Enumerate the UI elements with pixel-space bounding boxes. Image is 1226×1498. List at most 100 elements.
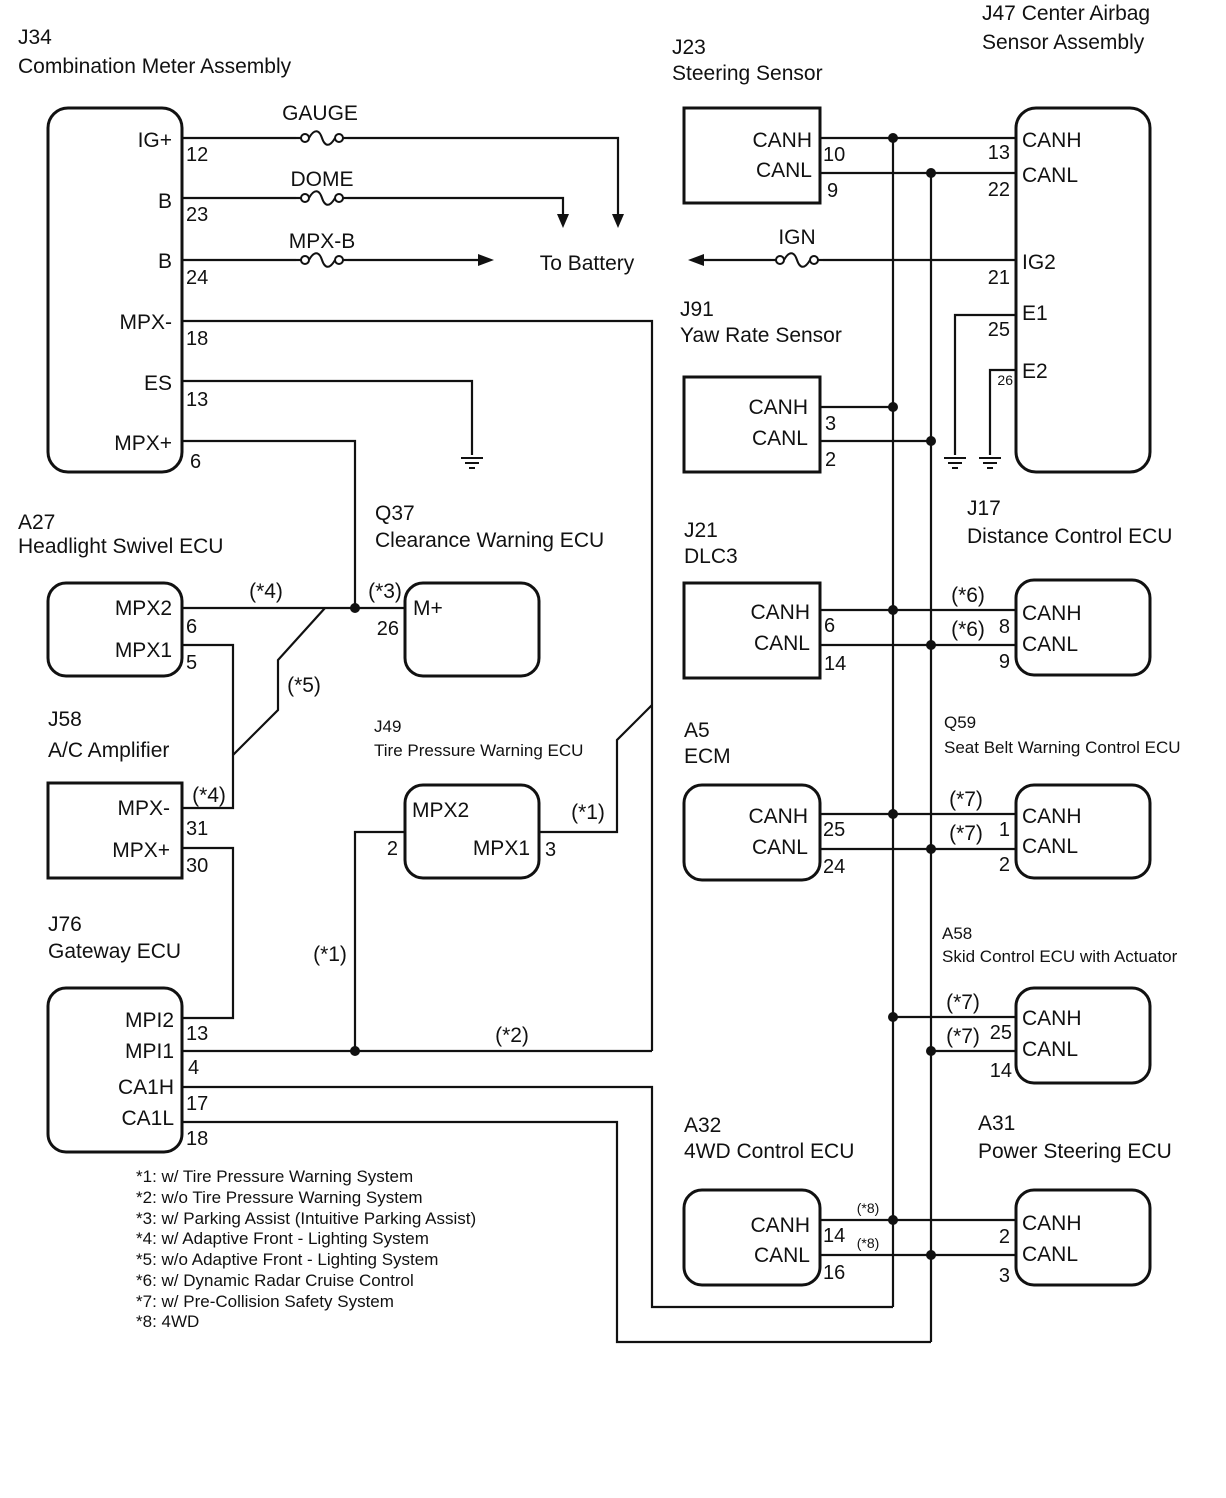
pin-label: MPX+ xyxy=(114,432,172,455)
pin-number: 6 xyxy=(186,616,197,638)
condition-label: (*1) xyxy=(313,943,347,966)
pin-label: E2 xyxy=(1022,360,1048,383)
pin-number: 2 xyxy=(387,838,398,860)
pin-number: 24 xyxy=(186,267,208,289)
component-name: Yaw Rate Sensor xyxy=(680,324,842,347)
pin-number: 8 xyxy=(999,616,1010,638)
component-code: Q37 xyxy=(375,502,415,525)
pin-number: 21 xyxy=(988,267,1010,289)
component-a27: A27 Headlight Swivel ECU MPX2 MPX1 6 5 xyxy=(18,511,223,678)
component-a32: A32 4WD Control ECU CANH CANL 14 16 (*8)… xyxy=(682,1114,880,1287)
pin-number: 1 xyxy=(999,819,1010,841)
pin-label: MPX1 xyxy=(473,837,530,860)
pin-label: CANL xyxy=(1022,633,1078,656)
to-battery-label: To Battery xyxy=(540,252,635,275)
component-q59: Q59 Seat Belt Warning Control ECU CANH C… xyxy=(944,713,1181,880)
ground-icon xyxy=(460,457,484,469)
component-code: J49 xyxy=(374,717,401,736)
pin-label: MPX2 xyxy=(412,799,469,822)
pin-label: CA1H xyxy=(118,1076,174,1099)
component-j76: J76 Gateway ECU MPI2 MPI1 CA1H CA1L 13 4… xyxy=(46,913,208,1154)
component-name: Distance Control ECU xyxy=(967,525,1172,548)
pin-number: 25 xyxy=(823,819,845,841)
component-a31: A31 Power Steering ECU CANH CANL 2 3 xyxy=(978,1112,1172,1287)
pin-number: 6 xyxy=(190,451,201,473)
condition-label: (*1) xyxy=(571,801,605,824)
component-name: Sensor Assembly xyxy=(982,31,1145,54)
fuse-ign-label: IGN xyxy=(778,226,815,249)
fuse-icon xyxy=(294,128,350,148)
component-code: A27 xyxy=(18,511,55,534)
component-name: Clearance Warning ECU xyxy=(375,529,604,552)
pin-label: MPX- xyxy=(118,797,171,820)
component-code: J21 xyxy=(684,519,718,542)
component-name: Steering Sensor xyxy=(672,62,823,85)
component-j21: J21 DLC3 CANH CANL 6 14 xyxy=(682,519,846,680)
pin-label: CANL xyxy=(754,632,810,655)
component-name: Headlight Swivel ECU xyxy=(18,535,223,558)
pin-number: 26 xyxy=(997,372,1013,388)
pin-label: CANL xyxy=(1022,164,1078,187)
pin-label: CANL xyxy=(1022,1243,1078,1266)
pin-number: 18 xyxy=(186,328,208,350)
pin-label: MPX- xyxy=(120,311,173,334)
pin-label: CANH xyxy=(748,805,808,828)
component-j58: J58 A/C Amplifier MPX- MPX+ 31 30 xyxy=(46,708,208,880)
component-code: J58 xyxy=(48,708,82,731)
pin-label: M+ xyxy=(413,597,443,620)
wires xyxy=(182,136,1016,1344)
component-name: J47 Center Airbag xyxy=(982,2,1150,25)
fuse-icon xyxy=(294,188,350,208)
component-j91: J91 Yaw Rate Sensor CANH CANL 3 2 xyxy=(680,298,842,474)
pin-label: CANH xyxy=(1022,129,1082,152)
pin-label: CANL xyxy=(754,1244,810,1267)
condition-label: (*4) xyxy=(249,580,283,603)
ground-icon xyxy=(943,457,967,469)
pin-label: IG+ xyxy=(138,129,172,152)
footnote: *2: w/o Tire Pressure Warning System xyxy=(136,1188,423,1207)
component-code: J34 xyxy=(18,26,52,49)
condition-label: (*6) xyxy=(951,618,985,641)
component-name: Seat Belt Warning Control ECU xyxy=(944,738,1181,757)
pin-number: 13 xyxy=(186,1023,208,1045)
pin-label: CANH xyxy=(1022,602,1082,625)
pin-label: CANL xyxy=(1022,835,1078,858)
component-code: J17 xyxy=(967,497,1001,520)
component-name: DLC3 xyxy=(684,545,738,568)
pin-label: MPX+ xyxy=(112,839,170,862)
component-code: J76 xyxy=(48,913,82,936)
component-name: A/C Amplifier xyxy=(48,739,169,762)
condition-label: (*3) xyxy=(368,580,402,603)
pin-number: 3 xyxy=(545,839,556,861)
component-name: Tire Pressure Warning ECU xyxy=(374,741,583,760)
fuse-dome-label: DOME xyxy=(291,168,354,191)
pin-number: 30 xyxy=(186,855,208,877)
component-a58: A58 Skid Control ECU with Actuator CANH … xyxy=(942,924,1178,1085)
pin-number: 14 xyxy=(990,1060,1012,1082)
pin-number: 23 xyxy=(186,204,208,226)
junction-dots xyxy=(350,133,936,1260)
pin-number: 22 xyxy=(988,179,1010,201)
pin-number: 25 xyxy=(990,1022,1012,1044)
pin-number: 13 xyxy=(186,389,208,411)
pin-number: 25 xyxy=(988,319,1010,341)
pin-number: 31 xyxy=(186,818,208,840)
component-code: A58 xyxy=(942,924,972,943)
condition-label: (*6) xyxy=(951,584,985,607)
footnotes: *1: w/ Tire Pressure Warning System *2: … xyxy=(136,1167,476,1331)
condition-label: (*8) xyxy=(857,1200,880,1216)
pin-label: CANH xyxy=(1022,1007,1082,1030)
footnote: *6: w/ Dynamic Radar Cruise Control xyxy=(136,1271,414,1290)
pin-number: 2 xyxy=(999,854,1010,876)
pin-label: B xyxy=(158,250,172,273)
component-a5: A5 ECM CANH CANL 25 24 xyxy=(682,719,845,882)
component-code: J23 xyxy=(672,36,706,59)
pin-label: CANH xyxy=(750,601,810,624)
pin-label: CANL xyxy=(1022,1038,1078,1061)
footnote: *1: w/ Tire Pressure Warning System xyxy=(136,1167,413,1186)
footnote: *4: w/ Adaptive Front - Lighting System xyxy=(136,1229,429,1248)
pin-number: 3 xyxy=(825,413,836,435)
ground-icon xyxy=(978,457,1002,469)
pin-label: CANH xyxy=(750,1214,810,1237)
